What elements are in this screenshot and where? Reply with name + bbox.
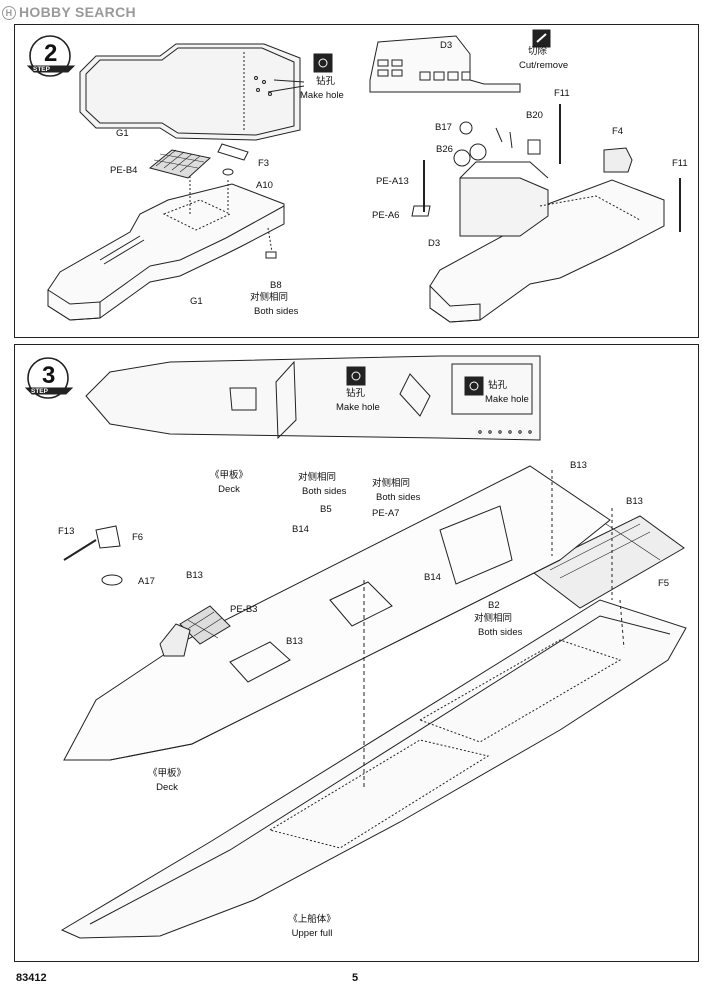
make-hole-en-step2: Make hole	[300, 90, 344, 101]
make-hole-en-step3b: Make hole	[485, 394, 529, 405]
both-sides-cn-step3a: 对侧相同	[298, 472, 337, 483]
label-pe-b4: PE-B4	[110, 165, 138, 176]
f3-part	[217, 143, 249, 161]
step2-superstructure-assembly	[411, 104, 681, 323]
cut-remove-icon	[532, 29, 551, 48]
both-sides-en-step3b: Both sides	[376, 492, 421, 503]
page-number: 5	[352, 972, 359, 984]
label-a10: A10	[256, 180, 273, 191]
make-hole-cn-step3a: 钻孔	[346, 388, 366, 399]
g1-deck-part	[79, 43, 305, 141]
cut-en: Cut/remove	[519, 60, 569, 71]
a10-part	[222, 168, 234, 176]
label-b17: B17	[435, 122, 452, 133]
drill-hole-icon-step2	[313, 53, 333, 73]
label-d3-top: D3	[440, 40, 453, 51]
label-g1-bottom: G1	[190, 296, 203, 307]
pe-b4-grille-part	[148, 149, 212, 179]
label-f13: F13	[58, 526, 75, 537]
label-f6: F6	[132, 532, 144, 543]
deck-cn-top: 《甲板》	[209, 470, 248, 481]
drill-hole-icon-step3b	[464, 376, 484, 396]
step3-panel	[14, 344, 699, 962]
step3-badge-icon	[24, 357, 74, 399]
both-sides-en-step3c: Both sides	[478, 627, 523, 638]
deck-en-bottom: Deck	[156, 782, 178, 793]
make-hole-en-step3a: Make hole	[336, 402, 380, 413]
d3-structure-part	[369, 35, 521, 93]
label-b13-c: B13	[186, 570, 203, 581]
step2-word: STEP	[33, 66, 50, 73]
upper-hull-en: Upper full	[291, 928, 333, 939]
step3-word: STEP	[31, 388, 48, 395]
label-f11-left: F11	[554, 88, 570, 99]
deck-assembly	[63, 465, 625, 790]
both-sides-cn-step2: 对侧相同	[250, 292, 289, 303]
product-code: 83412	[16, 972, 47, 984]
front-turret-part	[159, 623, 191, 657]
deck-en-top: Deck	[218, 484, 240, 495]
label-b13-a: B13	[570, 460, 587, 471]
label-g1-top: G1	[116, 128, 129, 139]
upper-hull-cn: 《上船体》	[288, 914, 336, 925]
a17-part	[101, 574, 123, 586]
label-d3-bottom: D3	[428, 238, 441, 249]
step2-badge-icon	[26, 35, 76, 77]
watermark-text: HOBBY SEARCH	[19, 4, 136, 20]
make-hole-cn-step2: 钻孔	[316, 76, 336, 87]
upper-hull-part	[60, 599, 687, 939]
both-sides-en-step3a: Both sides	[302, 486, 347, 497]
deck-cn-bottom: 《甲板》	[147, 768, 186, 779]
label-pe-a13: PE-A13	[376, 176, 409, 187]
label-b13-d: B13	[286, 636, 303, 647]
f6-turret-part	[63, 525, 121, 561]
label-pe-a7: PE-A7	[372, 508, 400, 519]
label-b8: B8	[270, 280, 282, 291]
both-sides-en-step2: Both sides	[254, 306, 299, 317]
label-b14-b: B14	[424, 572, 441, 583]
step2-number: 2	[44, 40, 58, 67]
f5-platform-part	[529, 515, 685, 609]
label-b20: B20	[526, 110, 543, 121]
step3-number: 3	[42, 362, 56, 389]
label-f3: F3	[258, 158, 270, 169]
make-hole-cn-step3b: 钻孔	[488, 380, 508, 391]
label-b14-a: B14	[292, 524, 309, 535]
cut-cn: 切除	[528, 46, 548, 57]
both-sides-cn-step3c: 对侧相同	[474, 613, 513, 624]
watermark-logo-icon: H	[2, 6, 16, 20]
label-pe-b3: PE-B3	[230, 604, 258, 615]
label-b2: B2	[488, 600, 500, 611]
deck-part	[85, 355, 541, 441]
label-b13-b: B13	[626, 496, 643, 507]
drill-hole-icon-step3a	[346, 366, 366, 386]
label-b5: B5	[320, 504, 332, 515]
label-f4: F4	[612, 126, 624, 137]
label-pe-a6: PE-A6	[372, 210, 400, 221]
b8-part	[265, 251, 277, 259]
step2-hull-assembly	[47, 176, 285, 321]
pe-b3-grille-part	[179, 605, 231, 645]
label-a17: A17	[138, 576, 155, 587]
label-f11-right: F11	[672, 158, 688, 169]
step2-panel	[14, 24, 699, 338]
label-b26: B26	[436, 144, 453, 155]
both-sides-cn-step3b: 对侧相同	[372, 478, 411, 489]
label-f5: F5	[658, 578, 670, 589]
